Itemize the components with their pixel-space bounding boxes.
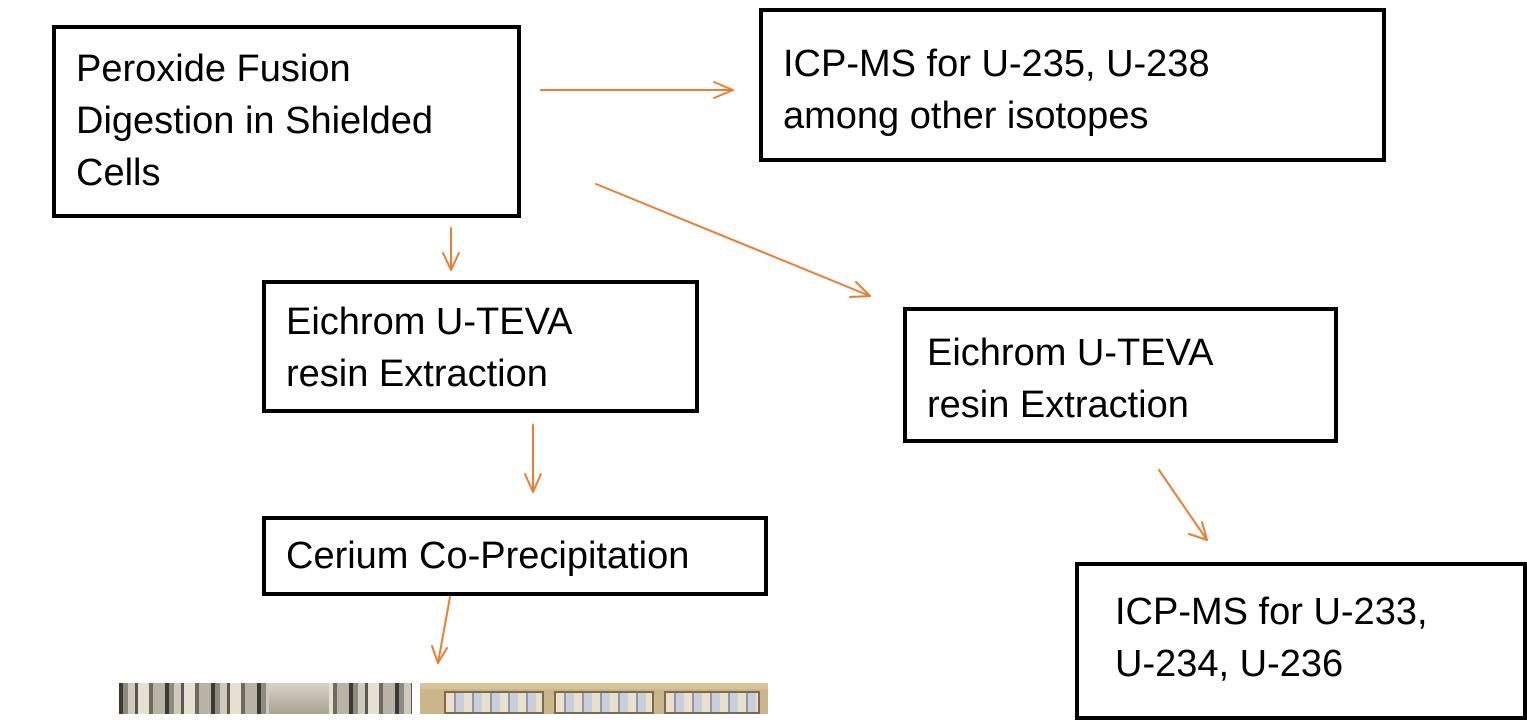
arrow-peroxide-to-icp-top xyxy=(540,81,734,99)
box-peroxide-fusion: Peroxide Fusion Digestion in Shielded Ce… xyxy=(52,25,521,218)
box-peroxide-line-2: Digestion in Shielded xyxy=(76,100,434,142)
box-icp-top-line-1: ICP-MS for U-235, U-238 xyxy=(783,43,1210,85)
box-eichrom-left-line-2: resin Extraction xyxy=(286,353,548,395)
arrow-eichrom-right-to-icp-bottom xyxy=(1158,469,1208,541)
box-icp-bottom-line-1: ICP-MS for U-233, xyxy=(1115,591,1428,633)
lab-photo-right xyxy=(420,683,768,714)
box-eichrom-left: Eichrom U-TEVA resin Extraction xyxy=(262,280,699,413)
box-cerium: Cerium Co-Precipitation xyxy=(262,516,768,596)
box-eichrom-right: Eichrom U-TEVA resin Extraction xyxy=(903,307,1338,443)
arrow-cerium-to-photos xyxy=(431,596,451,664)
box-eichrom-left-line-1: Eichrom U-TEVA xyxy=(286,301,573,343)
box-icp-top-line-2: among other isotopes xyxy=(783,95,1149,137)
lab-photo-left xyxy=(119,683,412,714)
box-eichrom-right-line-1: Eichrom U-TEVA xyxy=(927,332,1214,374)
box-eichrom-right-line-2: resin Extraction xyxy=(927,384,1189,426)
lab-photo-right-panel-1 xyxy=(444,691,544,714)
lab-photo-right-panel-3 xyxy=(664,691,760,714)
box-icp-ms-top: ICP-MS for U-235, U-238 among other isot… xyxy=(759,8,1386,162)
box-peroxide-line-1: Peroxide Fusion xyxy=(76,48,351,90)
box-icp-bottom-line-2: U-234, U-236 xyxy=(1115,643,1344,685)
arrow-eichrom-left-to-cerium xyxy=(524,424,542,493)
box-cerium-line-1: Cerium Co-Precipitation xyxy=(286,535,690,577)
arrow-peroxide-to-eichrom-left xyxy=(442,227,460,271)
box-peroxide-line-3: Cells xyxy=(76,152,161,194)
lab-photo-right-panel-2 xyxy=(554,691,654,714)
box-icp-ms-bottom: ICP-MS for U-233, U-234, U-236 xyxy=(1075,562,1527,720)
